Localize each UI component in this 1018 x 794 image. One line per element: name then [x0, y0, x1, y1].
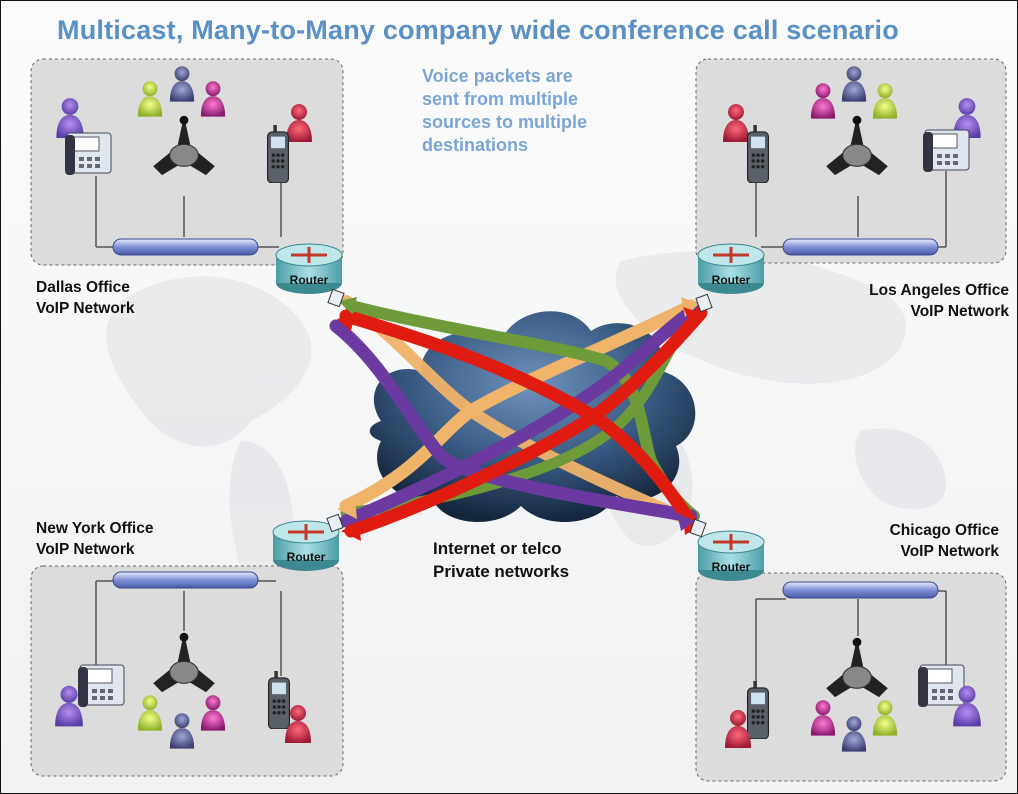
los-angeles-network-bus	[782, 238, 939, 256]
purple-stream-a	[329, 319, 698, 523]
new-york-network-bus	[112, 571, 259, 589]
note-line: sent from multiple	[422, 89, 579, 109]
los-angeles-wiring	[755, 171, 947, 248]
network-name: VoIP Network	[36, 300, 135, 317]
cloud-label: Internet or telco Private networks	[433, 537, 569, 583]
dallas-office-label: Dallas Office VoIP Network	[36, 277, 134, 319]
multicast-arrows	[329, 295, 708, 538]
purple-stream-b	[339, 302, 703, 528]
dallas-wiring	[95, 176, 282, 248]
note-line: sources to multiple	[422, 112, 588, 132]
router-label: Router	[712, 560, 751, 574]
router-label: Router	[287, 550, 326, 564]
router-label: Router	[290, 273, 329, 287]
diagram-title: Multicast, Many-to-Many company wide con…	[57, 15, 899, 45]
network-name: VoIP Network	[36, 541, 135, 558]
office-name: New York Office	[36, 520, 154, 537]
network-name: VoIP Network	[900, 543, 999, 560]
router-label: Router	[712, 273, 751, 287]
new-york-office-label: New York Office VoIP Network	[36, 518, 153, 560]
note-line: Voice packets are	[422, 66, 573, 86]
arrow-heads	[337, 297, 701, 541]
note-line: destinations	[422, 135, 529, 155]
office-name: Los Angeles Office	[869, 282, 1009, 299]
network-name: VoIP Network	[910, 303, 1009, 320]
dallas-router: Router	[275, 243, 343, 294]
orange-stream-nw	[340, 295, 697, 527]
chicago-router: Router	[697, 530, 765, 581]
office-name: Chicago Office	[889, 522, 999, 539]
los-angeles-router: Router	[697, 243, 765, 294]
chicago-network-bus	[782, 581, 939, 599]
red-stream-b	[344, 306, 708, 538]
office-name: Dallas Office	[36, 279, 130, 296]
voice-packets-note: Voice packets are sent from multiple sou…	[422, 65, 632, 157]
los-angeles-office-label: Los Angeles Office VoIP Network	[869, 280, 1009, 322]
dallas-network-bus	[112, 238, 259, 256]
router-ports	[326, 288, 713, 538]
new-york-wiring	[95, 580, 282, 676]
cloud-label-line: Private networks	[433, 562, 570, 581]
new-york-router: Router	[272, 520, 340, 571]
chicago-office-label: Chicago Office VoIP Network	[890, 520, 999, 562]
cloud-label-line: Internet or telco	[433, 539, 562, 558]
red-stream-a	[339, 309, 698, 530]
